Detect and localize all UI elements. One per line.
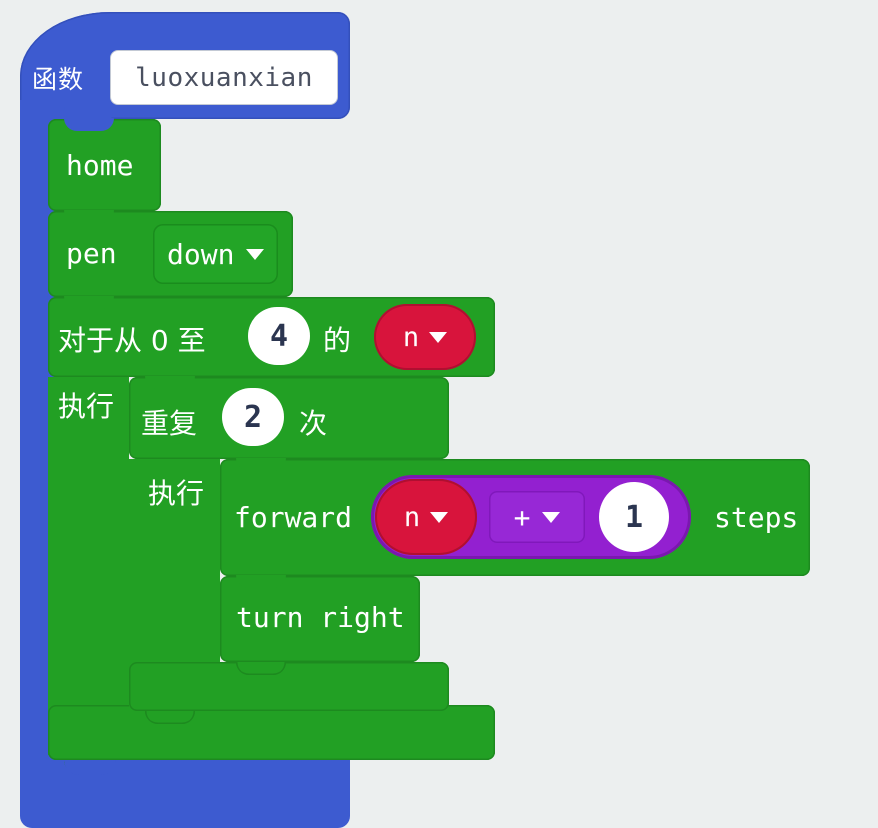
notch-top [236,575,286,588]
function-keyword-label: 函数 [32,65,85,94]
block-repeat[interactable]: 重复 2 次 [129,376,449,459]
for-range-mid-label: 的 [323,324,352,357]
pen-state-value: down [167,237,235,271]
repeat-foot[interactable] [129,662,449,724]
home-label: home [66,149,134,182]
chevron-down-icon [542,511,561,523]
chevron-down-icon [429,331,448,343]
notch-bottom [236,662,286,675]
notch-top [64,210,114,223]
notch-top [145,376,195,389]
variable-name-value: n [403,501,421,533]
notch-top [64,118,114,131]
for-range-do-label: 执行 [58,390,115,423]
notch-top [64,296,114,309]
repeat-prefix-label: 重复 [141,407,198,440]
for-range-body-wall [48,377,129,755]
block-turn-right[interactable]: turn right [220,575,420,675]
function-name-input[interactable]: luoxuanxian [110,50,338,105]
variable-block-n-operand[interactable]: n [375,479,477,555]
variable-name-value: n [402,321,420,353]
math-right-operand-input[interactable]: 1 [599,482,669,552]
math-arithmetic-block[interactable]: n + 1 [371,475,691,559]
notch-top [236,458,286,471]
block-home[interactable]: home [48,118,161,211]
repeat-do-label: 执行 [148,477,205,510]
for-range-foot[interactable] [48,705,495,773]
notch-bottom [145,711,195,724]
function-foot-notch [64,760,116,775]
for-range-prefix-label: 对于从 0 至 [58,324,206,357]
pen-label: pen [66,237,117,270]
for-range-to-input[interactable]: 4 [248,307,310,365]
forward-suffix-label: steps [714,501,799,534]
variable-block-n-loop[interactable]: n [374,304,476,370]
operator-value: + [513,500,531,534]
chevron-down-icon [246,248,265,260]
repeat-times-input[interactable]: 2 [222,388,284,446]
block-forward[interactable]: forward n + 1 steps [220,458,810,576]
repeat-suffix-label: 次 [299,407,328,440]
pen-state-dropdown[interactable]: down [153,224,279,284]
block-pen[interactable]: pen down [48,210,293,297]
operator-dropdown[interactable]: + [489,491,585,543]
forward-label: forward [234,501,353,534]
block-for-range[interactable]: 对于从 0 至 4 的 n [48,296,495,377]
chevron-down-icon [430,511,449,523]
turn-right-label: turn right [236,601,405,634]
